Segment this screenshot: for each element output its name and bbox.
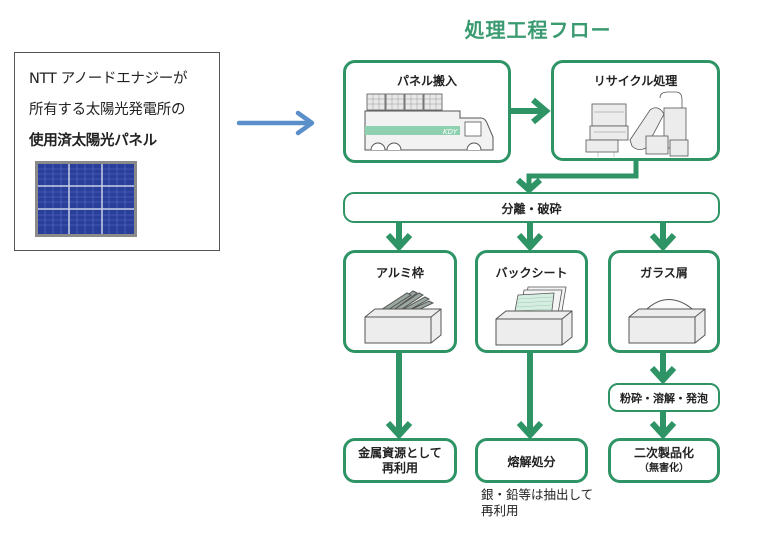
step-melt-box: 熔解処分 [475, 438, 588, 483]
step-melt-label: 熔解処分 [507, 455, 556, 469]
step-glass-process-label: 粉砕・溶解・発泡 [620, 392, 708, 405]
step-metal-reuse-line2: 再利用 [381, 461, 418, 475]
step-glass-label: ガラス屑 [640, 266, 688, 280]
source-line-3: 使用済太陽光パネル [29, 133, 157, 149]
step-backsheet-label: バックシート [495, 266, 568, 280]
arrow-separate-to-backsheet [516, 222, 544, 252]
glass-bin-icon [628, 299, 706, 344]
solar-panel-icon [35, 161, 137, 237]
step-secondary-sub: （無害化） [639, 463, 689, 474]
step-metal-reuse-box: 金属資源として 再利用 [343, 438, 457, 483]
step-transport-label: パネル搬入 [396, 74, 457, 88]
step-metal-reuse-label: 金属資源として 再利用 [346, 446, 454, 476]
source-line-1: NTT アノードエナジーが [29, 71, 188, 87]
arrow-backsheet-to-melt [516, 353, 544, 440]
truck-text: KDY [443, 128, 458, 136]
arrow-glass-to-process [649, 353, 677, 385]
step-aluminum-label: アルミ枠 [376, 266, 424, 280]
recycling-machine-icon [585, 91, 689, 157]
truck-icon: KDY [364, 93, 494, 151]
step-separate-label: 分離・破砕 [501, 202, 562, 216]
source-line-2: 所有する太陽光発電所の [29, 102, 186, 118]
step-secondary-label: 二次製品化 （無害化） [611, 446, 717, 476]
step-secondary-main: 二次製品化 [633, 446, 694, 460]
step-metal-reuse-line1: 金属資源として [358, 446, 442, 460]
step-transport-box: パネル搬入 KDY [343, 60, 511, 163]
step-aluminum-box: アルミ枠 [343, 250, 457, 353]
step-recycle-box: リサイクル処理 [551, 60, 720, 161]
step-secondary-box: 二次製品化 （無害化） [608, 438, 720, 483]
arrow-separate-to-aluminum [385, 222, 413, 252]
arrow-aluminum-to-reuse [385, 353, 413, 440]
step-backsheet-box: バックシート [475, 250, 588, 353]
arrow-recycle-to-separate [515, 160, 639, 195]
arrow-separate-to-glass [649, 222, 677, 252]
arrow-process-to-secondary [649, 411, 677, 440]
melt-note-line1: 銀・鉛等は抽出して [481, 487, 594, 502]
step-glass-process-box: 粉砕・溶解・発泡 [608, 383, 720, 412]
melt-note-line2: 再利用 [481, 503, 519, 518]
step-separate-box: 分離・破砕 [343, 192, 720, 223]
source-arrow-icon [236, 110, 315, 136]
step-glass-box: ガラス屑 [608, 250, 720, 353]
step-recycle-label: リサイクル処理 [593, 74, 678, 88]
arrow-transport-to-recycle [510, 97, 551, 125]
aluminum-bin-icon [364, 290, 442, 344]
source-box: NTT アノードエナジーが 所有する太陽光発電所の 使用済太陽光パネル [14, 52, 220, 251]
backsheet-bin-icon [495, 286, 573, 346]
melt-note: 銀・鉛等は抽出して 再利用 [481, 487, 593, 519]
flow-title: 処理工程フロー [464, 18, 612, 42]
